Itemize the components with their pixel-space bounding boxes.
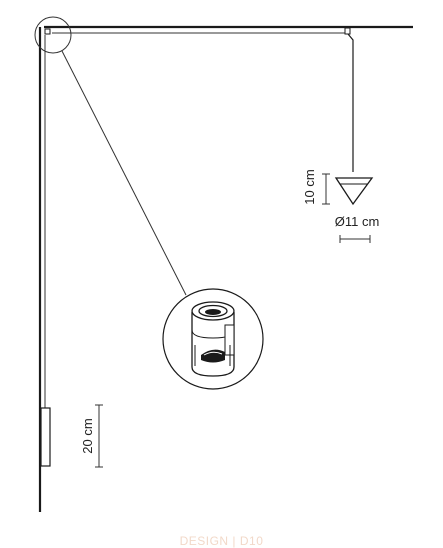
hanging-cable <box>347 33 354 172</box>
cable-hook <box>344 27 351 35</box>
wall-plug-bar <box>40 407 51 467</box>
shade-diameter-label: Ø11 cm <box>335 214 380 229</box>
corner-connector <box>44 28 51 35</box>
detail-leader-line <box>61 50 187 296</box>
detail-callout-circle <box>34 16 72 54</box>
wall-part-height-label: 20 cm <box>80 418 95 453</box>
wall-part-height-dimension <box>95 404 103 468</box>
shade-height-label: 10 cm <box>302 169 317 204</box>
design-watermark: DESIGN | D10 <box>179 534 264 548</box>
connector-detail-icon <box>191 301 235 377</box>
shade-height-dimension <box>322 173 330 205</box>
shade-diameter-dimension <box>339 235 371 243</box>
lamp-shade <box>334 177 374 206</box>
